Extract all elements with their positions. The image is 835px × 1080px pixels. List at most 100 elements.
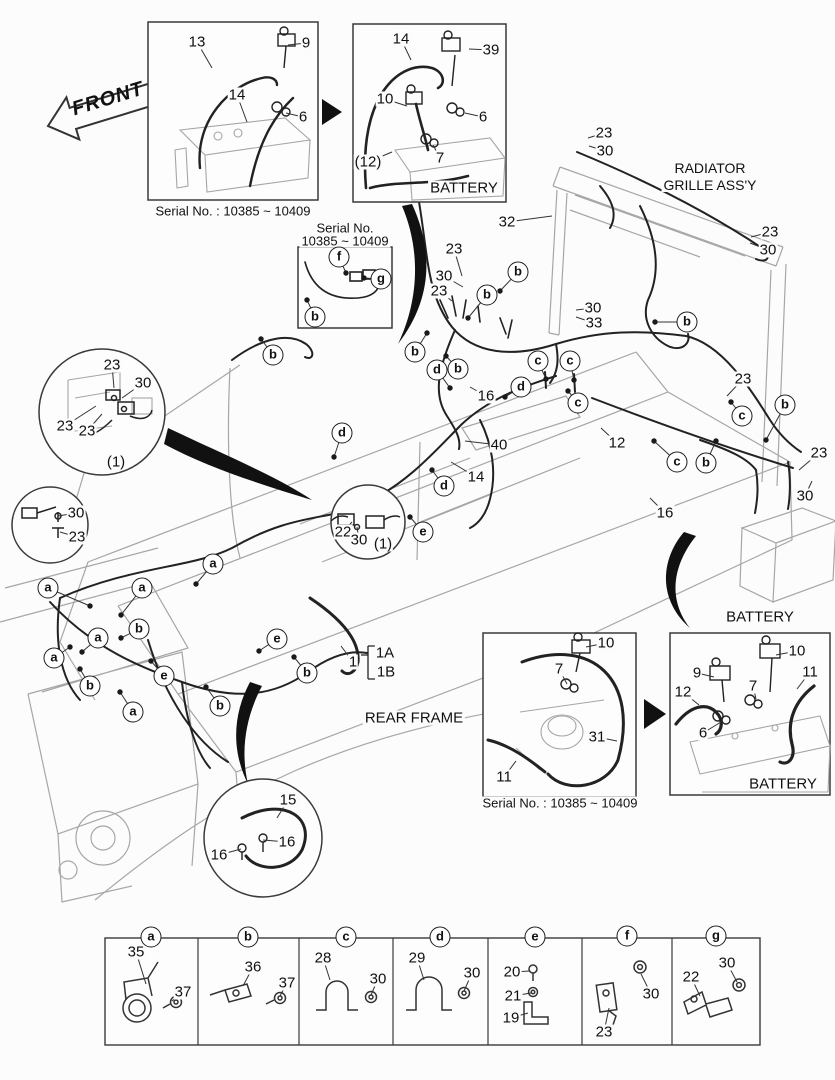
- part-callout-12: 12: [673, 683, 693, 701]
- part-callout-23: 23: [444, 240, 464, 258]
- clamp-letter-c: c: [559, 350, 581, 372]
- part-callout-23: 23: [809, 444, 829, 462]
- part-callout-10: 10: [596, 634, 616, 652]
- part-callout-14: 14: [466, 468, 486, 486]
- part-callout-6: 6: [477, 108, 489, 126]
- clamp-letter-b: b: [128, 618, 150, 640]
- clamp-letter-e: e: [266, 628, 288, 650]
- part-callout-35: 35: [126, 943, 146, 961]
- part-callout-23: 23: [67, 528, 87, 546]
- part-callout-14: 14: [391, 30, 411, 48]
- legend-table: [104, 937, 761, 1046]
- serial-caption-mid-line1: Serial No.: [314, 220, 376, 236]
- part-callout-12: (12): [353, 153, 383, 171]
- clamp-letter-c: c: [567, 392, 589, 414]
- clamp-letter-a: a: [140, 926, 162, 948]
- part-callout-32: 32: [497, 213, 517, 231]
- arrow-right-icon: [322, 99, 342, 125]
- clamp-letter-b: b: [507, 261, 529, 283]
- part-callout-30: 30: [795, 487, 815, 505]
- part-callout-20: 20: [502, 963, 522, 981]
- part-callout-22: 22: [333, 523, 353, 541]
- part-callout-7: 7: [434, 149, 446, 167]
- clamp-letter-g: g: [370, 268, 392, 290]
- battery-label-top-inset: BATTERY: [428, 179, 500, 197]
- clamp-letter-e: e: [153, 665, 175, 687]
- part-callout-16: 16: [655, 504, 675, 522]
- clamp-letter-g: g: [705, 925, 727, 947]
- part-callout-6: 6: [297, 108, 309, 126]
- part-callout-23: 23: [594, 1023, 614, 1041]
- clamp-letter-e: e: [524, 926, 546, 948]
- clamp-letter-b: b: [404, 341, 426, 363]
- arrow-right-icon: [644, 699, 666, 729]
- part-callout-9: 9: [300, 34, 312, 52]
- clamp-letter-a: a: [202, 553, 224, 575]
- clamp-letter-b: b: [79, 675, 101, 697]
- clamp-letter-d: d: [433, 475, 455, 497]
- clamp-letter-c: c: [335, 926, 357, 948]
- clamp-letter-c: c: [731, 405, 753, 427]
- part-callout-23: 23: [55, 417, 75, 435]
- clamp-letter-a: a: [37, 577, 59, 599]
- battery-label-right: BATTERY: [724, 608, 796, 626]
- part-callout-1A: 1A: [374, 644, 396, 662]
- part-callout-7: 7: [553, 660, 565, 678]
- clamp-letter-b: b: [676, 311, 698, 333]
- part-callout-16: 16: [476, 387, 496, 405]
- part-callout-12: 12: [607, 434, 627, 452]
- part-callout-36: 36: [243, 958, 263, 976]
- part-callout-33: 33: [584, 314, 604, 332]
- clamp-letter-d: d: [426, 359, 448, 381]
- part-callout-37: 37: [277, 974, 297, 992]
- clamp-letter-f: f: [616, 925, 638, 947]
- serial-caption-top-left: Serial No. : 10385 ~ 10409: [153, 203, 313, 219]
- part-callout-9: 9: [691, 664, 703, 682]
- part-callout-30: 30: [758, 241, 778, 259]
- part-callout-30: 30: [462, 964, 482, 982]
- part-callout-1: 1: [347, 653, 359, 671]
- clamp-letter-b: b: [695, 452, 717, 474]
- clamp-letter-d: d: [331, 422, 353, 444]
- part-callout-30: 30: [368, 970, 388, 988]
- part-callout-30: 30: [595, 142, 615, 160]
- clamp-letter-b: b: [296, 662, 318, 684]
- part-callout-14: 14: [227, 86, 247, 104]
- part-callout-30: 30: [583, 299, 603, 317]
- item-1-bracket: [361, 645, 375, 680]
- part-callout-30: 30: [434, 267, 454, 285]
- part-callout-23: 23: [102, 356, 122, 374]
- clamp-letter-d: d: [429, 926, 451, 948]
- part-callout-23: 23: [760, 223, 780, 241]
- battery-label-bottom-inset: BATTERY: [747, 775, 819, 793]
- part-callout-16: 16: [209, 846, 229, 864]
- part-callout-23: 23: [594, 124, 614, 142]
- serial-caption-bottom: Serial No. : 10385 ~ 10409: [480, 795, 640, 811]
- part-callout-39: 39: [481, 41, 501, 59]
- part-callout-28: 28: [313, 949, 333, 967]
- part-callout-23: 23: [77, 422, 97, 440]
- part-callout-37: 37: [173, 983, 193, 1001]
- part-callout-16: 16: [277, 833, 297, 851]
- part-callout-1: (1): [372, 535, 394, 553]
- part-callout-7: 7: [747, 677, 759, 695]
- part-callout-30: 30: [641, 985, 661, 1003]
- part-callout-30: 30: [717, 954, 737, 972]
- part-callout-10: 10: [787, 642, 807, 660]
- front-direction-label: FRONT: [69, 77, 147, 121]
- part-callout-23: 23: [733, 370, 753, 388]
- part-callout-15: 15: [278, 791, 298, 809]
- part-callout-31: 31: [587, 728, 607, 746]
- clamp-letter-c: c: [666, 451, 688, 473]
- clamp-letter-a: a: [131, 577, 153, 599]
- radiator-grille-label-line2: GRILLE ASS'Y: [661, 177, 759, 193]
- inset-artwork: [21, 26, 831, 869]
- rear-frame-label: REAR FRAME: [362, 709, 466, 727]
- part-callout-6: 6: [697, 724, 709, 742]
- part-callout-1: (1): [105, 453, 127, 471]
- part-callout-30: 30: [349, 531, 369, 549]
- clamp-letter-b: b: [774, 394, 796, 416]
- clamp-letter-a: a: [87, 627, 109, 649]
- clamp-letter-b: b: [262, 344, 284, 366]
